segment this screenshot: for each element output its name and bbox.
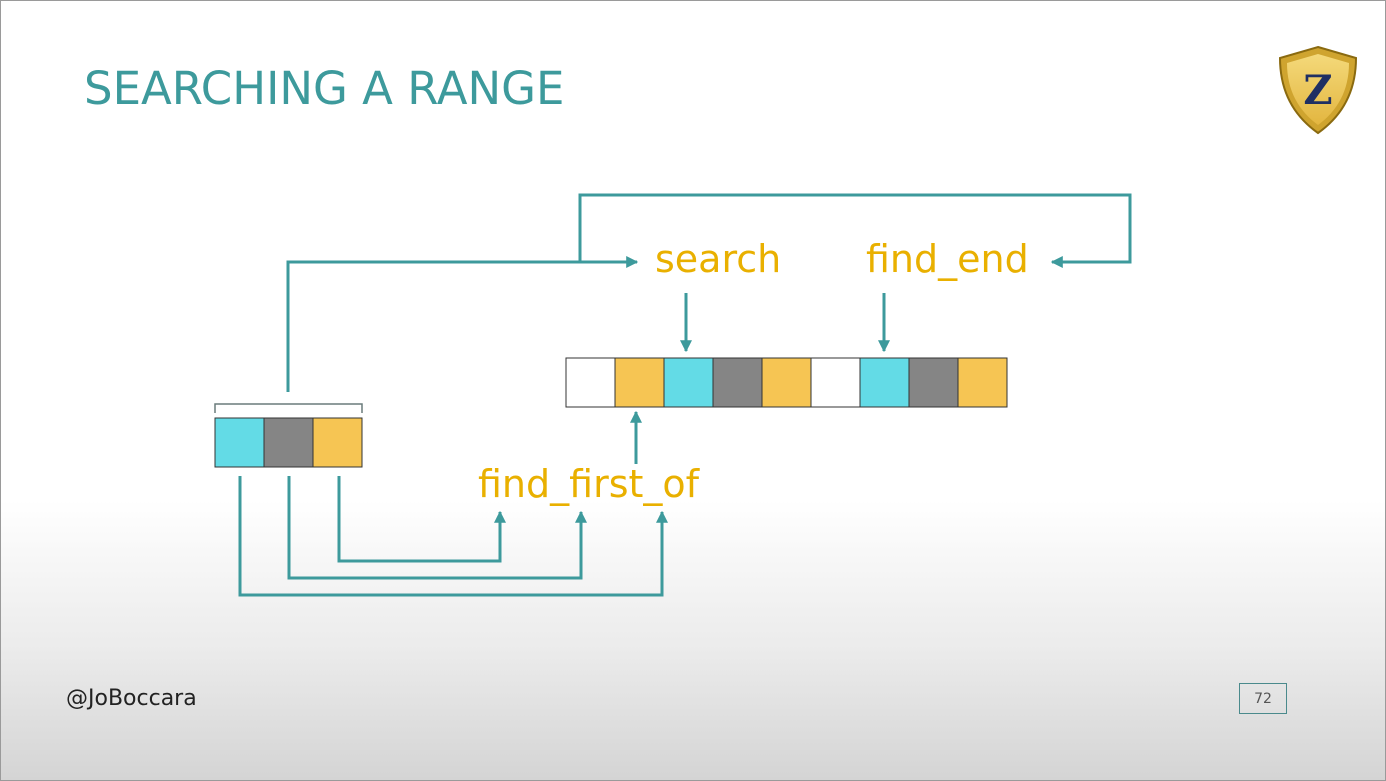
arrow-to-search bbox=[286, 256, 639, 392]
slide-title: SEARCHING A RANGE bbox=[84, 62, 565, 115]
searched-range bbox=[565, 357, 1008, 408]
arrow-pattern-cyan bbox=[238, 476, 668, 597]
pattern-cell-gray bbox=[263, 417, 314, 468]
range-cell-yellow bbox=[614, 357, 665, 408]
shield-logo-icon: Z bbox=[1278, 45, 1358, 135]
pattern-cell-yellow bbox=[312, 417, 363, 468]
range-cell-white bbox=[565, 357, 616, 408]
connector-lines bbox=[238, 193, 1132, 597]
label-find-end: find_end bbox=[866, 237, 1029, 281]
arrow-to-find-end bbox=[578, 193, 1132, 268]
range-cell-cyan bbox=[663, 357, 714, 408]
range-cell-yellow bbox=[957, 357, 1008, 408]
pattern-bracket bbox=[214, 403, 363, 413]
logo-letter: Z bbox=[1303, 67, 1332, 114]
arrow-pattern-yellow bbox=[337, 476, 506, 563]
range-cell-gray bbox=[712, 357, 763, 408]
pattern-range bbox=[214, 417, 363, 468]
page-number: 72 bbox=[1239, 683, 1287, 714]
label-find-first-of: find_first_of bbox=[478, 462, 701, 506]
range-cell-gray bbox=[908, 357, 959, 408]
pattern-cell-cyan bbox=[214, 417, 265, 468]
range-cell-white bbox=[810, 357, 861, 408]
arrow-pattern-gray bbox=[287, 476, 587, 580]
author-handle: @JoBoccara bbox=[66, 686, 197, 711]
range-cell-yellow bbox=[761, 357, 812, 408]
range-cell-cyan bbox=[859, 357, 910, 408]
label-search: search bbox=[655, 237, 781, 281]
